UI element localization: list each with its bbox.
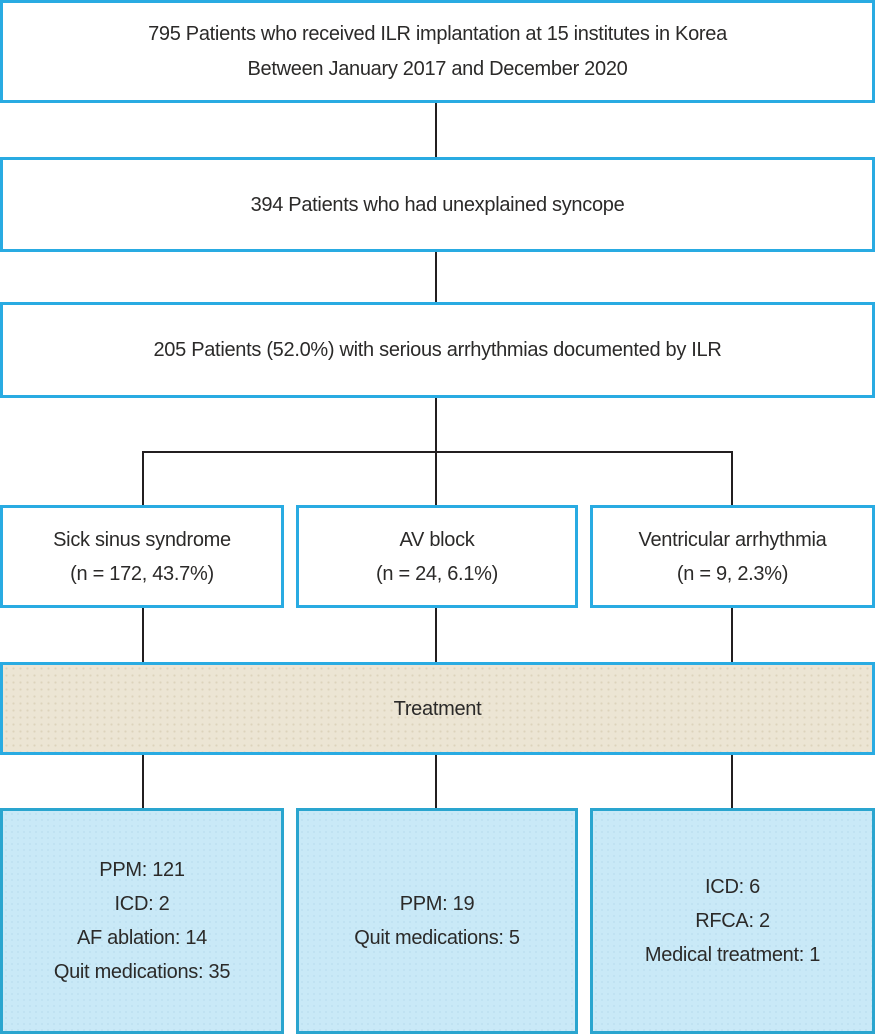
connector-avblock-to-treatment xyxy=(435,607,437,662)
connector-branch-left xyxy=(142,451,144,505)
box-outcome-sick-sinus: PPM: 121 ICD: 2 AF ablation: 14 Quit med… xyxy=(0,808,284,1034)
sick-sinus-name: Sick sinus syndrome xyxy=(53,528,231,551)
total-patients-line2: Between January 2017 and December 2020 xyxy=(247,57,628,80)
ventricular-count: (n = 9, 2.3%) xyxy=(676,562,789,585)
serious-arrhythmias-line1: 205 Patients (52.0%) with serious arrhyt… xyxy=(153,339,722,361)
outcome-line: Quit medications: 5 xyxy=(354,927,520,949)
sick-sinus-count: (n = 172, 43.7%) xyxy=(70,562,214,585)
connector-sss-to-treatment xyxy=(142,607,144,662)
connector-treatment-to-avblock-outcome xyxy=(435,755,437,808)
outcome-line: Medical treatment: 1 xyxy=(644,944,821,966)
connector-treatment-to-sss-outcome xyxy=(142,755,144,808)
box-treatment: Treatment xyxy=(0,662,875,755)
box-unexplained-syncope: 394 Patients who had unexplained syncope xyxy=(0,157,875,252)
outcome-line: ICD: 6 xyxy=(705,876,760,898)
box-outcome-ventricular: ICD: 6 RFCA: 2 Medical treatment: 1 xyxy=(590,808,875,1034)
connector-va-to-treatment xyxy=(731,607,733,662)
total-patients-line1: 795 Patients who received ILR implantati… xyxy=(148,22,727,45)
connector-treatment-to-va-outcome xyxy=(731,755,733,808)
connector-branch-right xyxy=(731,451,733,505)
box-av-block: AV block (n = 24, 6.1%) xyxy=(296,505,578,608)
outcome-line: ICD: 2 xyxy=(114,893,170,915)
connector-branch-horizontal xyxy=(142,451,733,453)
unexplained-syncope-line1: 394 Patients who had unexplained syncope xyxy=(250,193,625,216)
outcome-line: Quit medications: 35 xyxy=(53,961,231,983)
ventricular-name: Ventricular arrhythmia xyxy=(638,528,827,551)
box-total-patients: 795 Patients who received ILR implantati… xyxy=(0,0,875,103)
av-block-name: AV block xyxy=(399,528,475,551)
box-ventricular-arrhythmia: Ventricular arrhythmia (n = 9, 2.3%) xyxy=(590,505,875,608)
box-sick-sinus-syndrome: Sick sinus syndrome (n = 172, 43.7%) xyxy=(0,505,284,608)
box-outcome-av-block: PPM: 19 Quit medications: 5 xyxy=(296,808,578,1034)
box-serious-arrhythmias: 205 Patients (52.0%) with serious arrhyt… xyxy=(0,302,875,398)
av-block-count: (n = 24, 6.1%) xyxy=(376,562,498,585)
connector-total-to-syncope xyxy=(435,103,437,157)
outcome-line: AF ablation: 14 xyxy=(76,927,208,949)
outcome-line: PPM: 121 xyxy=(99,859,185,881)
connector-syncope-to-serious xyxy=(435,252,437,302)
treatment-label: Treatment xyxy=(393,697,482,720)
outcome-line: PPM: 19 xyxy=(399,893,475,915)
outcome-line: RFCA: 2 xyxy=(695,910,770,932)
